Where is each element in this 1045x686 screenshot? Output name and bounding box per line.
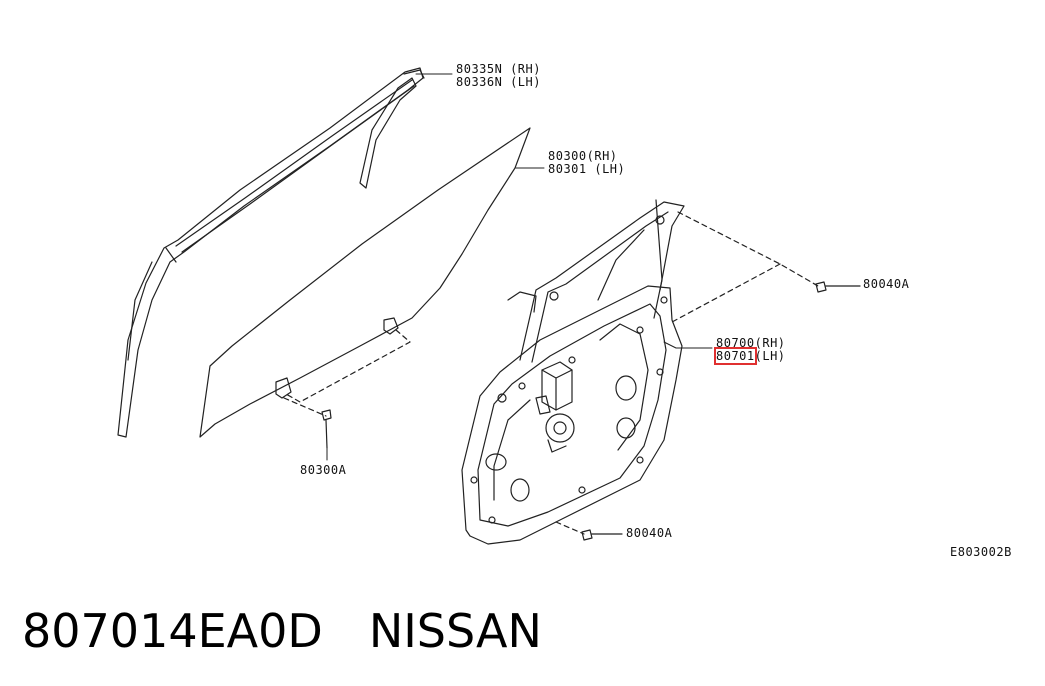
- mounting-guide-lines: [283, 211, 819, 535]
- brand-name: NISSAN: [368, 604, 542, 658]
- part-number: 807014EA0D: [22, 604, 323, 658]
- regulator-rails: [507, 199, 685, 363]
- label-80335n: 80335N (RH): [456, 62, 541, 76]
- label-80301: 80301 (LH): [548, 162, 626, 176]
- label-80700: 80700(RH): [716, 336, 786, 350]
- label-80701: 80701(LH): [714, 347, 786, 365]
- glass-bolt: [321, 409, 332, 449]
- label-80701-side: (LH): [754, 349, 786, 363]
- mounting-bolt-top: [815, 281, 861, 293]
- label-80300a: 80300A: [300, 463, 347, 477]
- window-motor: [535, 361, 575, 453]
- leader-lines: [326, 73, 713, 461]
- figure-code: E803002B: [950, 545, 1012, 559]
- door-glass: [199, 127, 531, 438]
- label-80040a-top: 80040A: [863, 277, 910, 291]
- regulator-panel: [461, 215, 683, 545]
- parts-diagram: [117, 67, 861, 545]
- highlighted-part-code: 80701: [714, 347, 757, 365]
- label-80040a-bottom: 80040A: [626, 526, 673, 540]
- part-caption: 807014EA0D NISSAN: [22, 596, 542, 666]
- mounting-bolt-bottom: [581, 529, 623, 541]
- door-sash-weatherstrip: [117, 67, 425, 438]
- label-80300: 80300(RH): [548, 149, 618, 163]
- label-80336n: 80336N (LH): [456, 75, 541, 89]
